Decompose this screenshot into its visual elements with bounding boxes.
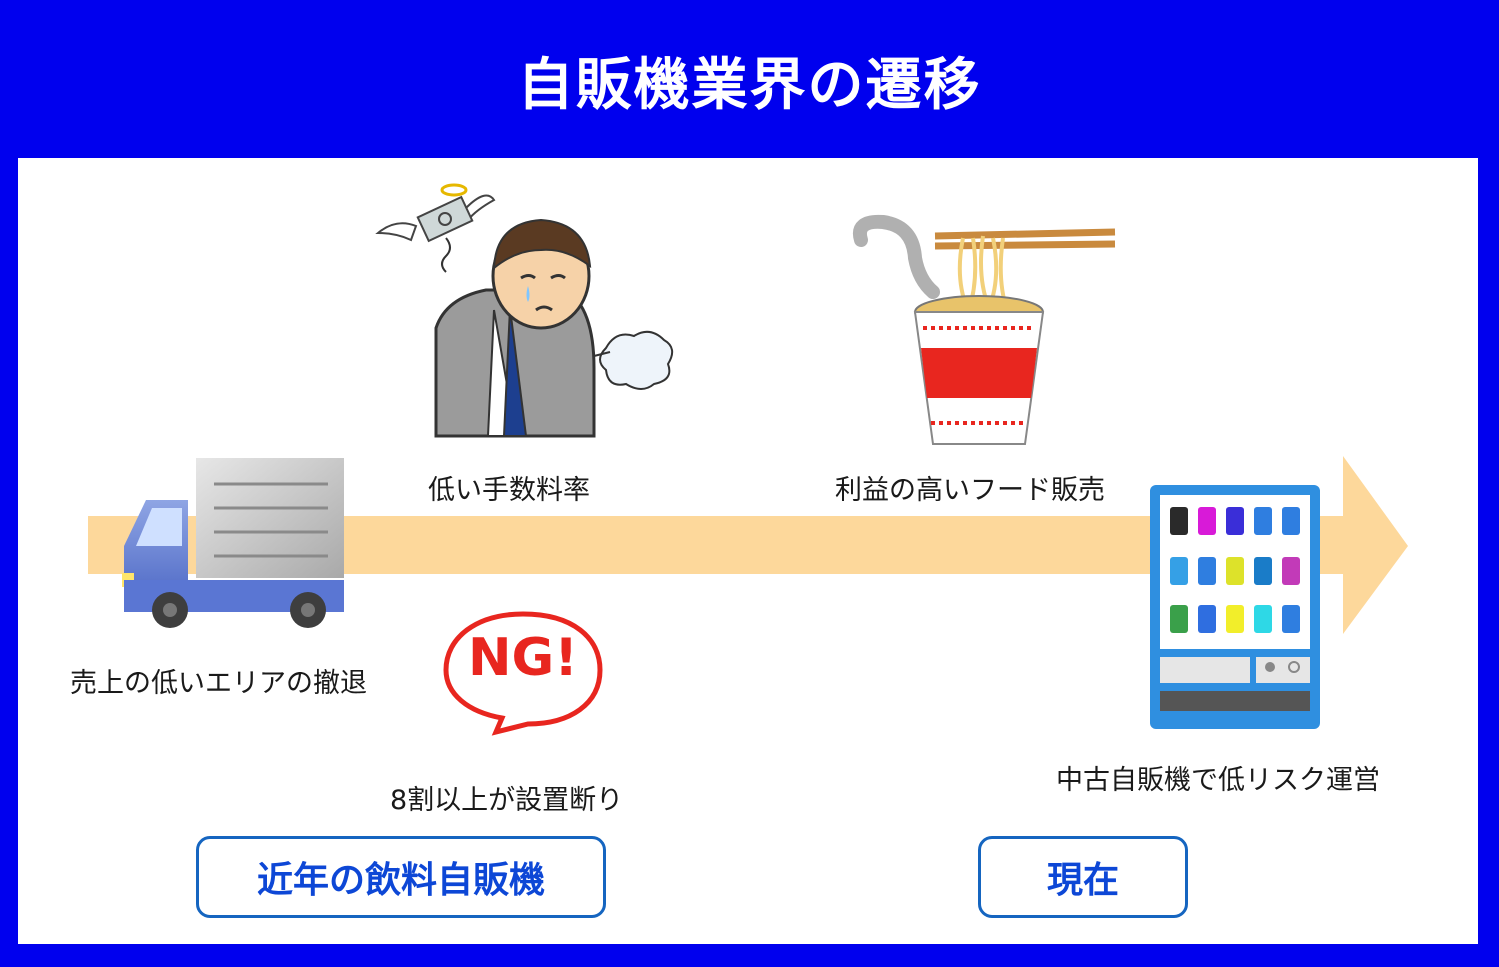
page-title: 自販機業界の遷移 [517,53,982,118]
label-refusal: 8割以上が設置断り [390,785,624,816]
timeline-arrow [88,456,1408,634]
ng-speech-bubble-icon [443,611,603,736]
era-box-recent: 近年の飲料自販機 [196,836,606,918]
ng-badge-text: NG! [468,628,578,688]
era-box-current: 現在 [978,836,1188,918]
truck-icon [122,458,344,628]
label-low-fee: 低い手数料率 [428,475,590,506]
vending-machine-icon [1150,485,1320,729]
cup-noodle-icon [853,214,1116,445]
label-withdraw: 売上の低いエリアの撤退 [70,668,367,699]
content-panel: NG! 低い手数料率 利 [18,158,1478,944]
drink-row-3 [1170,605,1300,633]
label-used-machine: 中古自販機で低リスク運営 [1056,765,1380,796]
worried-businessman-icon [375,183,674,438]
drink-row-2 [1170,557,1300,585]
drink-row-1 [1170,507,1300,535]
label-high-profit-food: 利益の高いフード販売 [835,475,1105,506]
